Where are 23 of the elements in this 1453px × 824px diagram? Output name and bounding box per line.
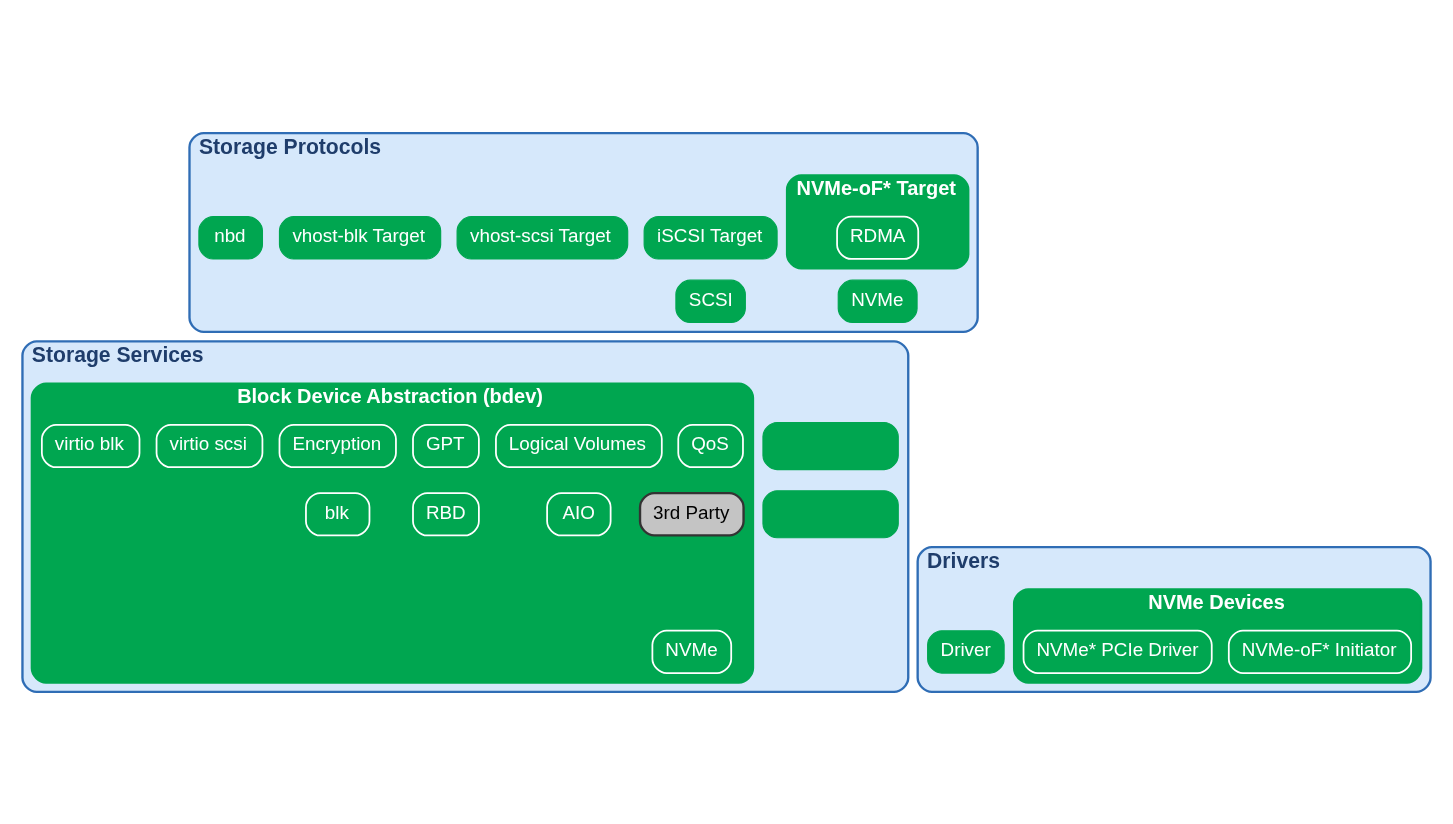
node-box: SCSI xyxy=(675,279,746,323)
node-box: QoS xyxy=(677,423,744,468)
node-box: Logical Volumes xyxy=(495,423,663,468)
node-box: vhost-blk Target xyxy=(278,215,442,260)
node-box xyxy=(762,421,899,470)
node-box: NVMe-oF* Initiator xyxy=(1227,629,1413,674)
node-box: virtio scsi xyxy=(155,423,264,468)
node-box: AIO xyxy=(546,491,612,536)
node-box xyxy=(762,489,899,538)
node-box: Driver xyxy=(927,629,1005,674)
node-box: RDMA xyxy=(836,215,920,260)
node-box: blk xyxy=(305,491,371,536)
node-box: vhost-scsi Target xyxy=(456,215,629,260)
node-box: 3rd Party xyxy=(638,491,745,537)
node-box: NVMe xyxy=(837,279,918,323)
node-box: nbd xyxy=(198,215,263,260)
node-box: NVMe* PCIe Driver xyxy=(1022,629,1213,674)
node-box: GPT xyxy=(412,423,480,468)
node-box: virtio blk xyxy=(41,423,141,468)
node-box: NVMe xyxy=(651,629,733,674)
node-box: iSCSI Target xyxy=(643,215,778,260)
node-box: Encryption xyxy=(278,423,397,468)
node-box: RBD xyxy=(412,491,480,536)
